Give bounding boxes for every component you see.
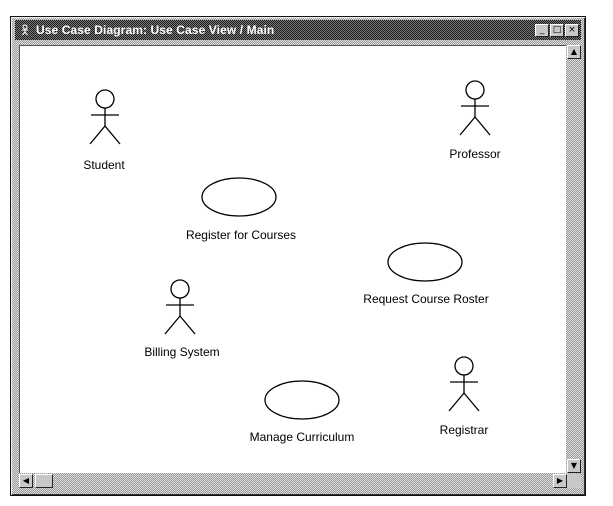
actor-leg (89, 125, 106, 145)
maximize-button[interactable]: □ (550, 23, 564, 37)
scroll-down-icon[interactable]: ▼ (567, 459, 581, 473)
use-case-manage-curriculum[interactable] (264, 380, 340, 420)
diagram-window: Use Case Diagram: Use Case View / Main _… (10, 16, 586, 496)
horizontal-scroll-thumb[interactable] (35, 474, 53, 488)
actor-head (454, 356, 474, 376)
diagram-svg: Student Professor Register for Courses R… (83, 80, 501, 444)
diagram-canvas[interactable]: Student Professor Register for Courses R… (19, 45, 566, 473)
actor-leg (448, 392, 465, 412)
actor-registrar[interactable] (448, 356, 480, 412)
actor-label-billing-system: Billing System (144, 345, 219, 359)
use-case-diagram-icon[interactable] (18, 23, 32, 37)
use-case-label-register-for-courses: Register for Courses (186, 228, 296, 242)
use-case-label-manage-curriculum: Manage Curriculum (250, 430, 355, 444)
actor-leg (104, 125, 121, 145)
use-case-register-for-courses[interactable] (201, 177, 277, 217)
size-grip[interactable] (567, 474, 581, 488)
vertical-scrollbar[interactable]: ▲ ▼ (567, 45, 581, 473)
window-title: Use Case Diagram: Use Case View / Main (36, 23, 275, 37)
title-bar[interactable]: Use Case Diagram: Use Case View / Main _… (15, 20, 581, 40)
actor-label-student: Student (83, 158, 125, 172)
actor-leg (463, 392, 480, 412)
scroll-up-icon[interactable]: ▲ (567, 45, 581, 59)
actor-leg (164, 315, 181, 335)
actor-billing-system[interactable] (164, 279, 196, 335)
use-case-label-request-course-roster: Request Course Roster (363, 292, 488, 306)
use-case-request-course-roster[interactable] (387, 242, 463, 282)
scroll-left-icon[interactable]: ◀ (19, 474, 33, 488)
horizontal-scrollbar[interactable]: ◀ ▶ (19, 474, 567, 488)
actor-student[interactable] (89, 89, 121, 145)
actor-leg (459, 116, 476, 136)
actor-label-registrar: Registrar (440, 423, 489, 437)
close-button[interactable]: × (565, 23, 579, 37)
actor-professor[interactable] (459, 80, 491, 136)
actor-label-professor: Professor (449, 147, 500, 161)
actor-head (170, 279, 190, 299)
scroll-right-icon[interactable]: ▶ (553, 474, 567, 488)
actor-head (465, 80, 485, 100)
actor-head (95, 89, 115, 109)
minimize-button[interactable]: _ (535, 23, 549, 37)
actor-leg (474, 116, 491, 136)
actor-leg (179, 315, 196, 335)
